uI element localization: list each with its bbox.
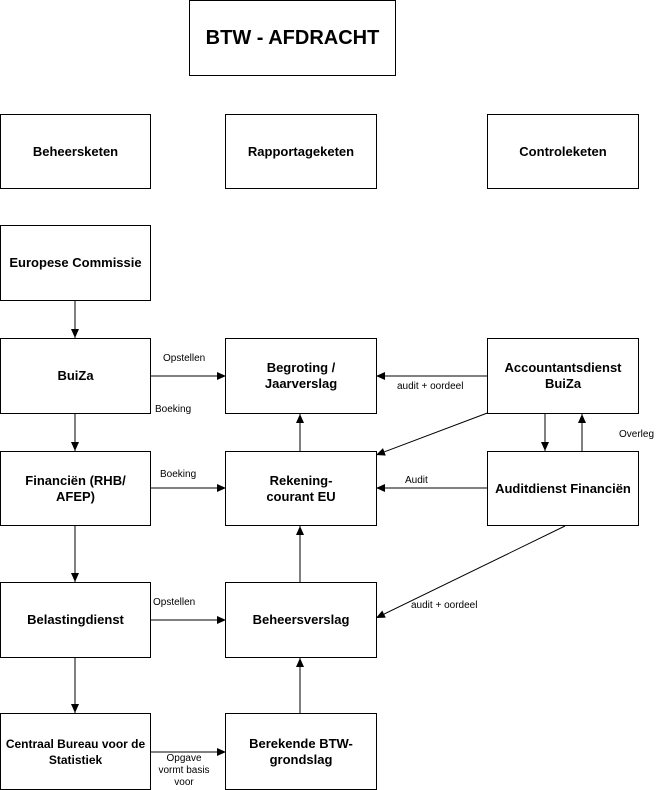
node-europese-commissie: Europese Commissie xyxy=(0,225,151,301)
edge-auditdienst-beheersverslag xyxy=(375,525,566,619)
label-opgave: Opgave vormt basis voor xyxy=(158,753,210,788)
node-auditdienst: Auditdienst Financiën xyxy=(487,451,639,526)
column-beheersketen: Beheersketen xyxy=(0,114,151,189)
node-cbs: Centraal Bureau voor de Statistiek xyxy=(0,713,151,790)
label-boeking-2: Boeking xyxy=(160,469,197,480)
node-beheersverslag: Beheersverslag xyxy=(225,582,377,658)
column-controleketen: Controleketen xyxy=(487,114,639,189)
node-begroting: Begroting / Jaarverslag xyxy=(225,338,377,414)
label-overleg: Overleg xyxy=(619,429,655,440)
node-belastingdienst: Belastingdienst xyxy=(0,582,151,658)
label-opstellen-2: Opstellen xyxy=(153,597,196,608)
label-audit-oordeel-1: audit + oordeel xyxy=(397,381,464,392)
node-financien: Financiën (RHB/ AFEP) xyxy=(0,451,151,526)
edge-accountants-rekening xyxy=(375,411,491,456)
node-accountantsdienst: Accountantsdienst BuiZa xyxy=(487,338,639,414)
node-buiza: BuiZa xyxy=(0,338,151,414)
label-opstellen-1: Opstellen xyxy=(163,353,206,364)
node-berekende-btw: Berekende BTW-grondslag xyxy=(225,713,377,790)
column-rapportageketen: Rapportageketen xyxy=(225,114,377,189)
label-audit: Audit xyxy=(405,475,428,486)
label-audit-oordeel-2: audit + oordeel xyxy=(411,600,478,611)
diagram-title: BTW - AFDRACHT xyxy=(189,0,396,76)
node-rekening-courant: Rekening-courant EU xyxy=(225,451,377,526)
label-boeking-1: Boeking xyxy=(155,404,192,415)
